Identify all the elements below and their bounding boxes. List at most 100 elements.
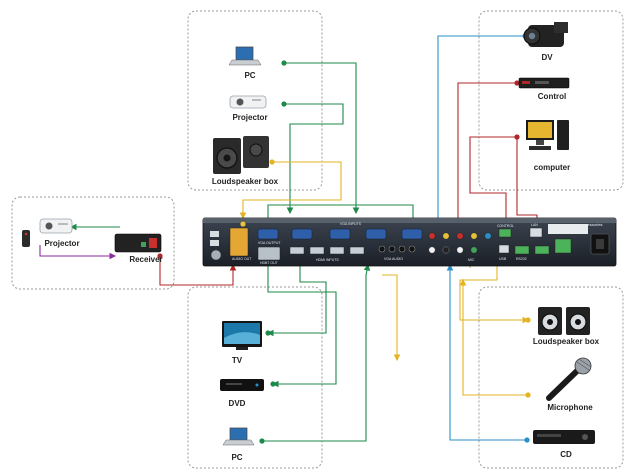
vga-input-1 <box>291 228 313 240</box>
label-dvd: DVD <box>229 399 246 408</box>
panel-label-vga-audio: VGA AUDIO <box>384 257 403 261</box>
usb-port <box>498 244 510 254</box>
spec-label <box>548 224 588 234</box>
label-pc-top: PC <box>244 71 255 80</box>
wire-microphone <box>459 278 528 396</box>
wire-pc-bottom <box>262 263 371 442</box>
label-projector-top: Projector <box>232 113 267 122</box>
dot-microphone <box>525 392 531 398</box>
rs232-terminal <box>514 245 530 255</box>
panel-label-vga-inputs: VGA INPUTS <box>340 222 362 226</box>
lan-port <box>529 227 543 238</box>
camcorder-icon <box>523 22 568 47</box>
mic-jack <box>470 232 478 240</box>
vga-audio-jack-1 <box>378 245 386 253</box>
laptop-bottom-icon <box>222 427 255 446</box>
projector-left-icon <box>39 218 73 234</box>
rear-panel-top-strip <box>203 218 616 223</box>
label-loudspeaker-right: Loudspeaker box <box>533 337 600 346</box>
group-box-bottom-right <box>478 286 624 469</box>
rca-black-1 <box>442 246 450 254</box>
wire-control <box>454 82 517 227</box>
label-receiver: Receiver <box>129 255 162 264</box>
control-box-icon <box>518 77 570 89</box>
panel-label-hdmi-inputs: HDMI INPUTS <box>316 258 339 262</box>
cd-player-icon <box>533 430 595 444</box>
wire-tv <box>266 265 327 337</box>
panel-labels: AUDIO OUT VGA OUTPUT HDBT OUT HDMI INPUT… <box>232 222 538 265</box>
vga-input-4 <box>401 228 423 240</box>
vga-input-3 <box>365 228 387 240</box>
rca-yellow-1 <box>442 232 450 240</box>
dot-computer <box>514 134 520 140</box>
ir-terminal <box>554 238 572 254</box>
hdmi-input-1 <box>289 246 305 255</box>
label-computer: computer <box>534 163 570 172</box>
wire-vga-out <box>267 204 414 218</box>
audio-out-block <box>229 227 249 257</box>
connection-lines <box>39 35 538 442</box>
dot-receiver <box>157 253 163 259</box>
control-terminal <box>498 228 512 238</box>
panel-label-mic: MIC <box>468 258 475 262</box>
dot-tv <box>265 330 271 336</box>
dot-control <box>514 80 520 86</box>
rca-red-2 <box>456 232 464 240</box>
dvd-player-icon <box>220 379 264 391</box>
tv-icon <box>222 321 262 350</box>
wire-computer <box>469 136 517 228</box>
hdmi-input-4 <box>349 246 365 255</box>
panel-label-control: CONTROL <box>497 224 514 228</box>
label-control: Control <box>538 92 566 101</box>
group-box-bottom-left <box>187 286 323 469</box>
panel-label-lan: LAN <box>531 223 538 227</box>
vga-audio-jack-2 <box>388 245 396 253</box>
ground-screw <box>210 249 222 261</box>
panel-brand: accessories <box>581 222 602 227</box>
computer-icon <box>526 120 569 150</box>
dot-loudspeaker-right <box>525 317 531 323</box>
wire-vga-audio <box>382 274 401 362</box>
group-box-top-left <box>187 10 323 191</box>
panel-label-audio-out: AUDIO OUT <box>232 257 252 261</box>
hdmi-input-3 <box>329 246 345 255</box>
vga-audio-jack-3 <box>398 245 406 253</box>
label-tv: TV <box>232 356 243 365</box>
dot-pc-bottom <box>259 438 265 444</box>
loudspeaker-top-icon <box>213 136 269 174</box>
label-pc-bottom: PC <box>231 453 242 462</box>
dot-cd <box>524 437 530 443</box>
hdbt-out-port <box>257 246 281 261</box>
fcc-mark <box>210 240 219 246</box>
group-box-top-right <box>478 10 624 191</box>
group-boxes <box>11 10 624 469</box>
laptop-top-icon <box>228 46 262 66</box>
vga-audio-jack-4 <box>408 245 416 253</box>
dot-dvd <box>270 381 276 387</box>
label-cd: CD <box>560 450 572 459</box>
label-dv: DV <box>541 53 553 62</box>
device-labels: PC Projector Loudspeaker box Projector R… <box>44 53 599 462</box>
wire-remote <box>39 245 117 260</box>
remote-icon <box>22 230 30 247</box>
hdmi-input-2 <box>309 246 325 255</box>
microphone-icon <box>546 357 592 401</box>
relay-terminal <box>534 245 550 255</box>
dot-projector-top <box>281 101 287 107</box>
wire-loudspeaker-top <box>239 161 342 220</box>
loudspeaker-right-icon <box>538 307 590 335</box>
rca-white-1 <box>428 246 436 254</box>
wire-receiver <box>159 256 237 286</box>
wire-lan <box>516 137 538 226</box>
dot-pc-top <box>281 60 287 66</box>
wire-dv <box>434 35 525 228</box>
power-pins <box>596 239 604 249</box>
label-loudspeaker-top: Loudspeaker box <box>212 177 279 186</box>
group-box-left <box>11 196 175 290</box>
rca-red-1 <box>428 232 436 240</box>
projector-top-icon <box>229 95 267 109</box>
wire-dvd <box>267 265 337 388</box>
dot-loudspeaker-top <box>269 159 275 165</box>
vga-output-port <box>257 228 279 240</box>
